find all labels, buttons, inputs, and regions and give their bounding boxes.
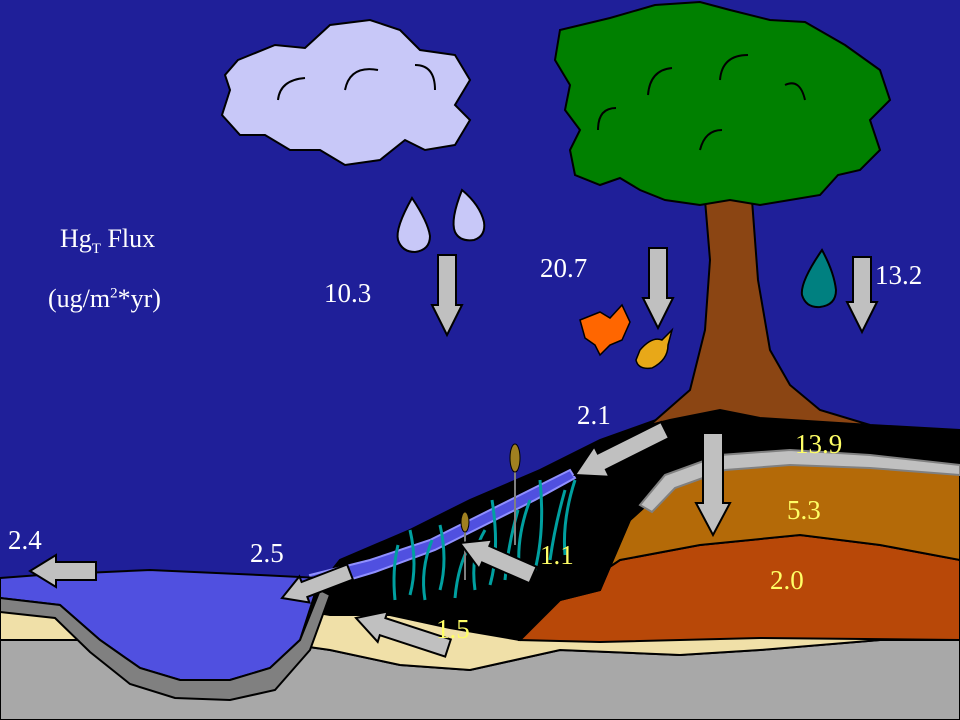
raindrop-icon (452, 188, 486, 242)
arrow-stemflow (845, 256, 879, 335)
arrow-groundwater (354, 610, 453, 658)
legend-units: (ug/m2*yr) (48, 286, 161, 312)
legend-subscript: T (91, 241, 101, 258)
arrow-pond-input (280, 563, 355, 604)
arrow-precipitation (430, 254, 464, 338)
canopy-contour (647, 67, 673, 96)
cloud-contour (277, 77, 306, 101)
cloud-contour (344, 68, 379, 91)
legend-title: HgT Flux (60, 224, 156, 257)
yellow-leaf-icon (635, 327, 674, 370)
legend-suffix: Flux (100, 224, 156, 253)
canopy-contour (699, 129, 723, 151)
soil-organic-layer (298, 408, 960, 642)
wetland-water (308, 468, 577, 592)
raindrop-icon (396, 196, 432, 254)
flux-label-precipitation: 10.3 (324, 278, 372, 308)
flux-label-groundwater: 1.5 (436, 614, 470, 644)
arrow-throughfall (641, 247, 675, 331)
canopy-contour (597, 107, 617, 131)
cattail-icon (460, 443, 521, 580)
arrow-outflow (28, 553, 97, 589)
flux-label-throughfall: 20.7 (540, 253, 588, 283)
flux-label-pond-input: 2.5 (250, 538, 284, 568)
flux-label-soil-deep: 2.0 (770, 565, 804, 595)
flux-arrows (28, 247, 879, 658)
legend-units-sup: 2 (110, 285, 118, 302)
arrow-wetland-input (458, 538, 538, 585)
arrow-litter-runoff (573, 420, 671, 478)
orange-leaf-icon (579, 303, 631, 357)
flux-label-soil-mid: 5.3 (787, 495, 821, 525)
stemflow-drop-icon (800, 248, 838, 309)
pond-bank (0, 588, 332, 702)
flux-label-soil-organic: 13.9 (795, 429, 843, 459)
tree-trunk (649, 199, 871, 426)
canopy-contour (784, 82, 806, 101)
flux-label-stemflow: 13.2 (875, 260, 923, 290)
canopy-contour (719, 54, 749, 81)
flux-label-wetland-input: 1.1 (540, 540, 574, 570)
legend-units-close: *yr) (117, 284, 161, 313)
arrow-soil-downward (694, 432, 732, 538)
legend-units-open: (ug/m (48, 284, 111, 313)
cloud (220, 18, 472, 167)
flux-label-outflow: 2.4 (8, 525, 42, 555)
tree-canopy (553, 0, 892, 207)
legend-prefix: Hg (60, 224, 92, 253)
flux-label-litter-runoff: 2.1 (577, 400, 611, 430)
cloud-contour (414, 64, 436, 91)
